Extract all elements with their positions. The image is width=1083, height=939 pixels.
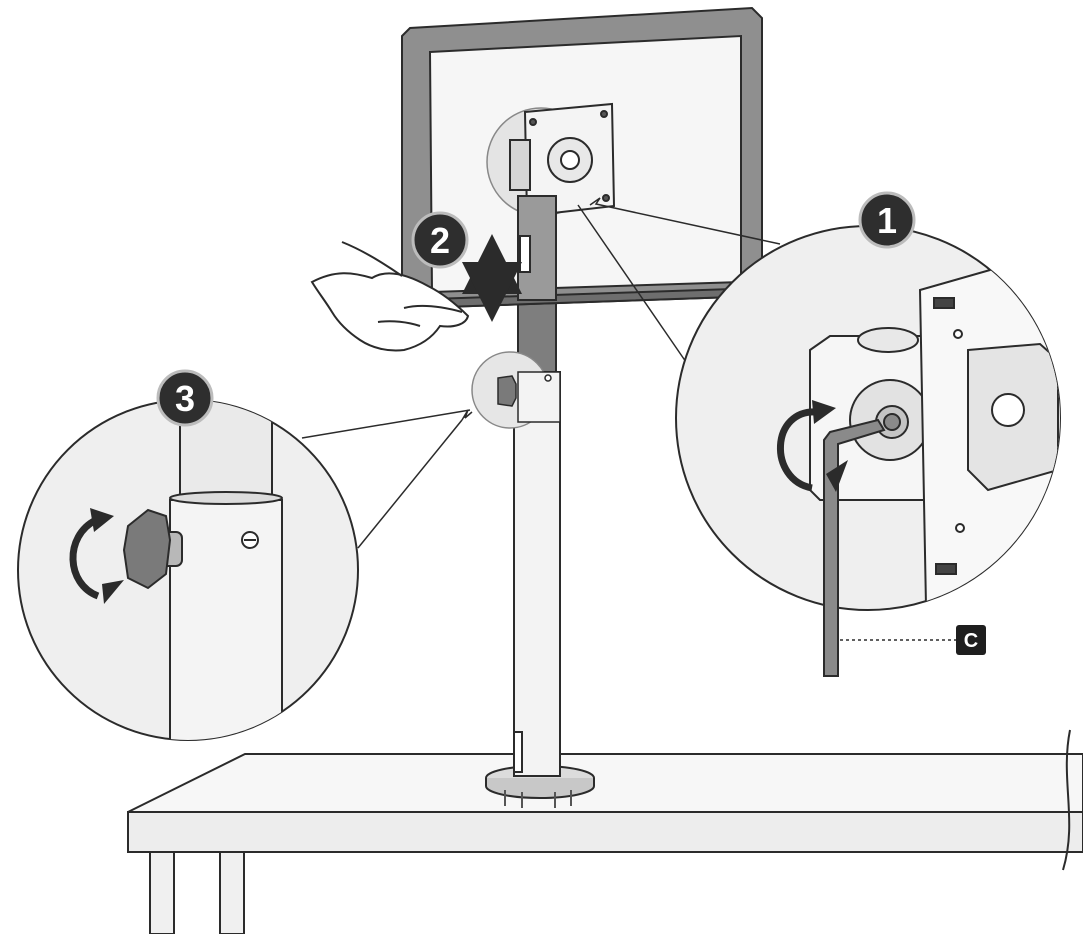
desk-leg-left: [149, 851, 175, 935]
hex-key-tool: [823, 418, 886, 677]
rotation-arrow-knob: [69, 516, 100, 600]
pole-lower: [513, 371, 561, 777]
step-badge-3: 3: [156, 369, 214, 427]
rotation-arrow-bolt: [776, 408, 819, 492]
desk: [127, 729, 1083, 935]
pole-slot: [513, 731, 523, 773]
detail-circle-height-knob: [17, 399, 359, 741]
step-badge-1-number: 1: [877, 200, 897, 241]
desk-leg-right: [219, 851, 245, 935]
desk-edge-break: [1062, 729, 1071, 871]
step-badge-2-number: 2: [430, 220, 450, 261]
callout-lines: [301, 197, 781, 549]
step-badge-3-number: 3: [175, 378, 195, 419]
desk-front-edge: [127, 811, 1083, 853]
clamp-pins: [504, 790, 572, 808]
step-badge-2: 2: [411, 211, 469, 269]
step-badge-1: 1: [858, 191, 916, 249]
hand-illustration: [310, 241, 470, 352]
desk-top-surface: [127, 753, 1083, 813]
part-label-c-text: C: [964, 630, 978, 652]
locking-knob: [122, 508, 172, 590]
monitor: [398, 6, 763, 310]
knob-zoom-circle: [471, 351, 561, 429]
detail-circle-tilt-bolt: [675, 225, 1061, 677]
part-label-c: C: [956, 625, 986, 655]
